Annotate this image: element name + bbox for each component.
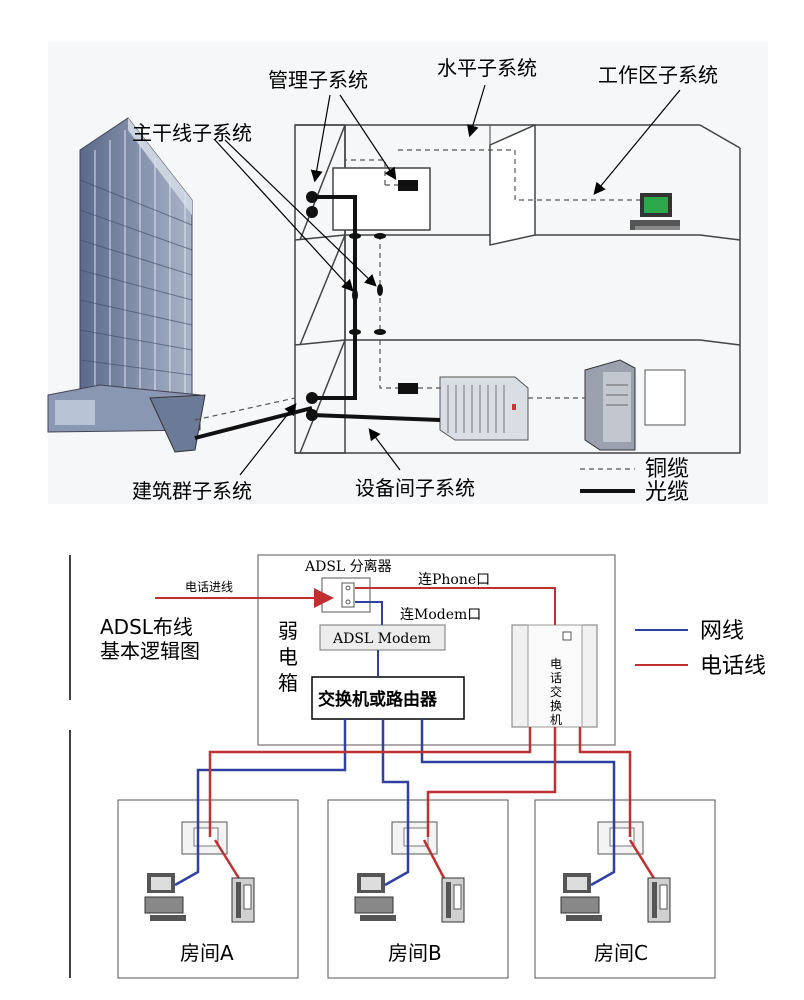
phone-incoming-label: 电话进线 bbox=[185, 580, 233, 594]
top-legend: 铜缆 光缆 bbox=[580, 457, 689, 505]
phone-c-icon bbox=[647, 877, 671, 923]
weak-box-char-2: 电 bbox=[278, 645, 298, 669]
computer-c-icon bbox=[560, 873, 602, 921]
switch-router bbox=[311, 676, 465, 720]
workstation-computer bbox=[630, 193, 680, 230]
label-equipment-room-subsystem: 设备间子系统 bbox=[355, 476, 475, 500]
legend-fiber-label: 光缆 bbox=[645, 480, 689, 505]
building-cross-section bbox=[294, 123, 741, 454]
pbx-char-1: 电 bbox=[550, 657, 562, 671]
label-arrows bbox=[214, 84, 681, 476]
splitter-label: ADSL 分离器 bbox=[304, 558, 392, 575]
to-modem-label: 连Modem口 bbox=[400, 607, 481, 623]
socket-c-face bbox=[609, 827, 635, 847]
weak-box-char-1: 弱 bbox=[278, 619, 298, 643]
switch-router-label: 交换机或路由器 bbox=[318, 689, 438, 710]
management-connector bbox=[398, 180, 418, 191]
label-work-area-subsystem: 工作区子系统 bbox=[598, 63, 718, 87]
weak-box-char-3: 箱 bbox=[278, 671, 298, 695]
socket-a-face bbox=[193, 827, 219, 847]
room-a bbox=[117, 799, 299, 979]
equipment-connector bbox=[398, 383, 418, 394]
pbx-panel bbox=[527, 624, 583, 728]
adsl-wiring-diagram: ADSL布线 基本逻辑图 弱 电 箱 ADSL 分离器 电话进线 连Phone口… bbox=[69, 554, 766, 979]
server-tower bbox=[584, 359, 636, 451]
cable-nodes bbox=[306, 191, 386, 421]
room-c bbox=[534, 799, 716, 979]
pbx-char-3: 交 bbox=[550, 684, 562, 699]
door bbox=[644, 369, 686, 426]
computer-a-icon bbox=[144, 873, 186, 921]
equipment-rack bbox=[439, 376, 529, 441]
room-devices bbox=[144, 873, 671, 923]
pbx-indicator bbox=[562, 631, 572, 641]
legend-network-label: 网线 bbox=[700, 619, 744, 644]
cabling-system-diagram: 管理子系统 水平子系统 工作区子系统 主干线子系统 建筑群子系统 设备间子系统 … bbox=[47, 42, 768, 505]
splitter-port-modem bbox=[345, 599, 351, 605]
wall-sockets bbox=[181, 821, 644, 855]
computer-b-icon bbox=[354, 873, 396, 921]
room-b bbox=[327, 799, 509, 979]
room-a-label: 房间A bbox=[180, 941, 234, 965]
pbx-char-5: 机 bbox=[550, 713, 562, 727]
pbx-char-2: 话 bbox=[550, 671, 562, 685]
phone-b-icon bbox=[441, 877, 465, 923]
box-internal-wiring bbox=[355, 587, 556, 677]
label-building-group-subsystem: 建筑群子系统 bbox=[132, 479, 252, 503]
legend-phone-label: 电话线 bbox=[700, 654, 766, 679]
pbx-char-4: 换 bbox=[550, 699, 562, 713]
office-building bbox=[47, 117, 206, 453]
adsl-title-line1: ADSL布线 bbox=[100, 615, 193, 639]
phone-a-icon bbox=[231, 877, 255, 923]
copper-cables bbox=[194, 149, 640, 421]
weak-current-box bbox=[257, 554, 616, 746]
label-management-subsystem: 管理子系统 bbox=[268, 68, 368, 92]
phone-cables bbox=[208, 727, 657, 881]
label-backbone-subsystem: 主干线子系统 bbox=[132, 121, 252, 145]
network-cables bbox=[174, 719, 616, 887]
splitter-port-block bbox=[341, 582, 355, 608]
room-c-label: 房间C bbox=[594, 941, 648, 965]
to-phone-label: 连Phone口 bbox=[418, 572, 490, 588]
label-horizontal-subsystem: 水平子系统 bbox=[437, 56, 537, 80]
splitter-port-phone bbox=[345, 585, 351, 591]
room-b-label: 房间B bbox=[388, 941, 442, 965]
legend-copper-label: 铜缆 bbox=[645, 457, 689, 482]
adsl-title-line2: 基本逻辑图 bbox=[100, 639, 200, 663]
modem-label: ADSL Modem bbox=[332, 631, 431, 647]
